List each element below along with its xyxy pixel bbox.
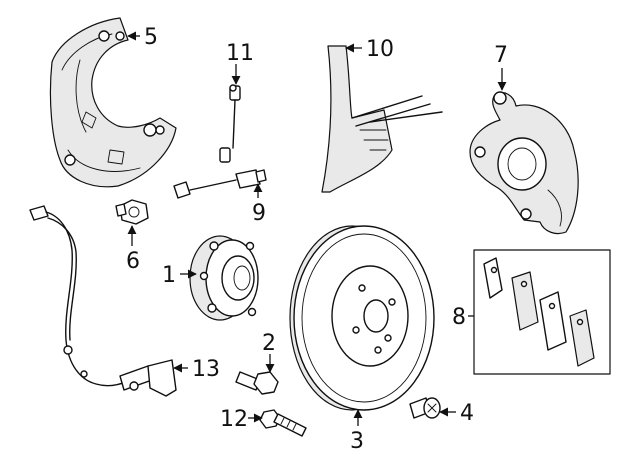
rotor-screw-part: [409, 397, 441, 419]
callout-4: 4: [460, 401, 474, 426]
leader-lines: [127, 31, 507, 426]
hub-bolt-part: [259, 409, 307, 437]
abs-sensor-part: [29, 205, 177, 397]
wear-sensor-front-part: [219, 84, 241, 163]
hub-bearing-part: [189, 235, 259, 321]
bolt-part: [235, 371, 279, 395]
brake-pads-part: [473, 249, 611, 375]
callout-13: 13: [192, 357, 220, 382]
callout-10: 10: [366, 37, 394, 62]
shield-bolt-part: [115, 199, 149, 225]
callout-3: 3: [350, 429, 364, 454]
air-deflector-part: [321, 45, 443, 193]
callout-9: 9: [252, 201, 266, 226]
callout-12: 12: [220, 407, 248, 432]
knuckle-part: [469, 91, 579, 235]
callout-8: 8: [452, 305, 466, 330]
rotor-part: [289, 225, 435, 411]
callout-5: 5: [144, 25, 158, 50]
callout-7: 7: [494, 43, 508, 68]
callout-1: 1: [162, 263, 176, 288]
callout-2: 2: [262, 331, 276, 356]
callout-6: 6: [126, 249, 140, 274]
callout-11: 11: [226, 41, 254, 66]
wear-sensor-rear-part: [173, 169, 267, 199]
callout-labels: 5 6 11 9 10 7 1 2 3 4 12 13 8: [126, 25, 508, 454]
